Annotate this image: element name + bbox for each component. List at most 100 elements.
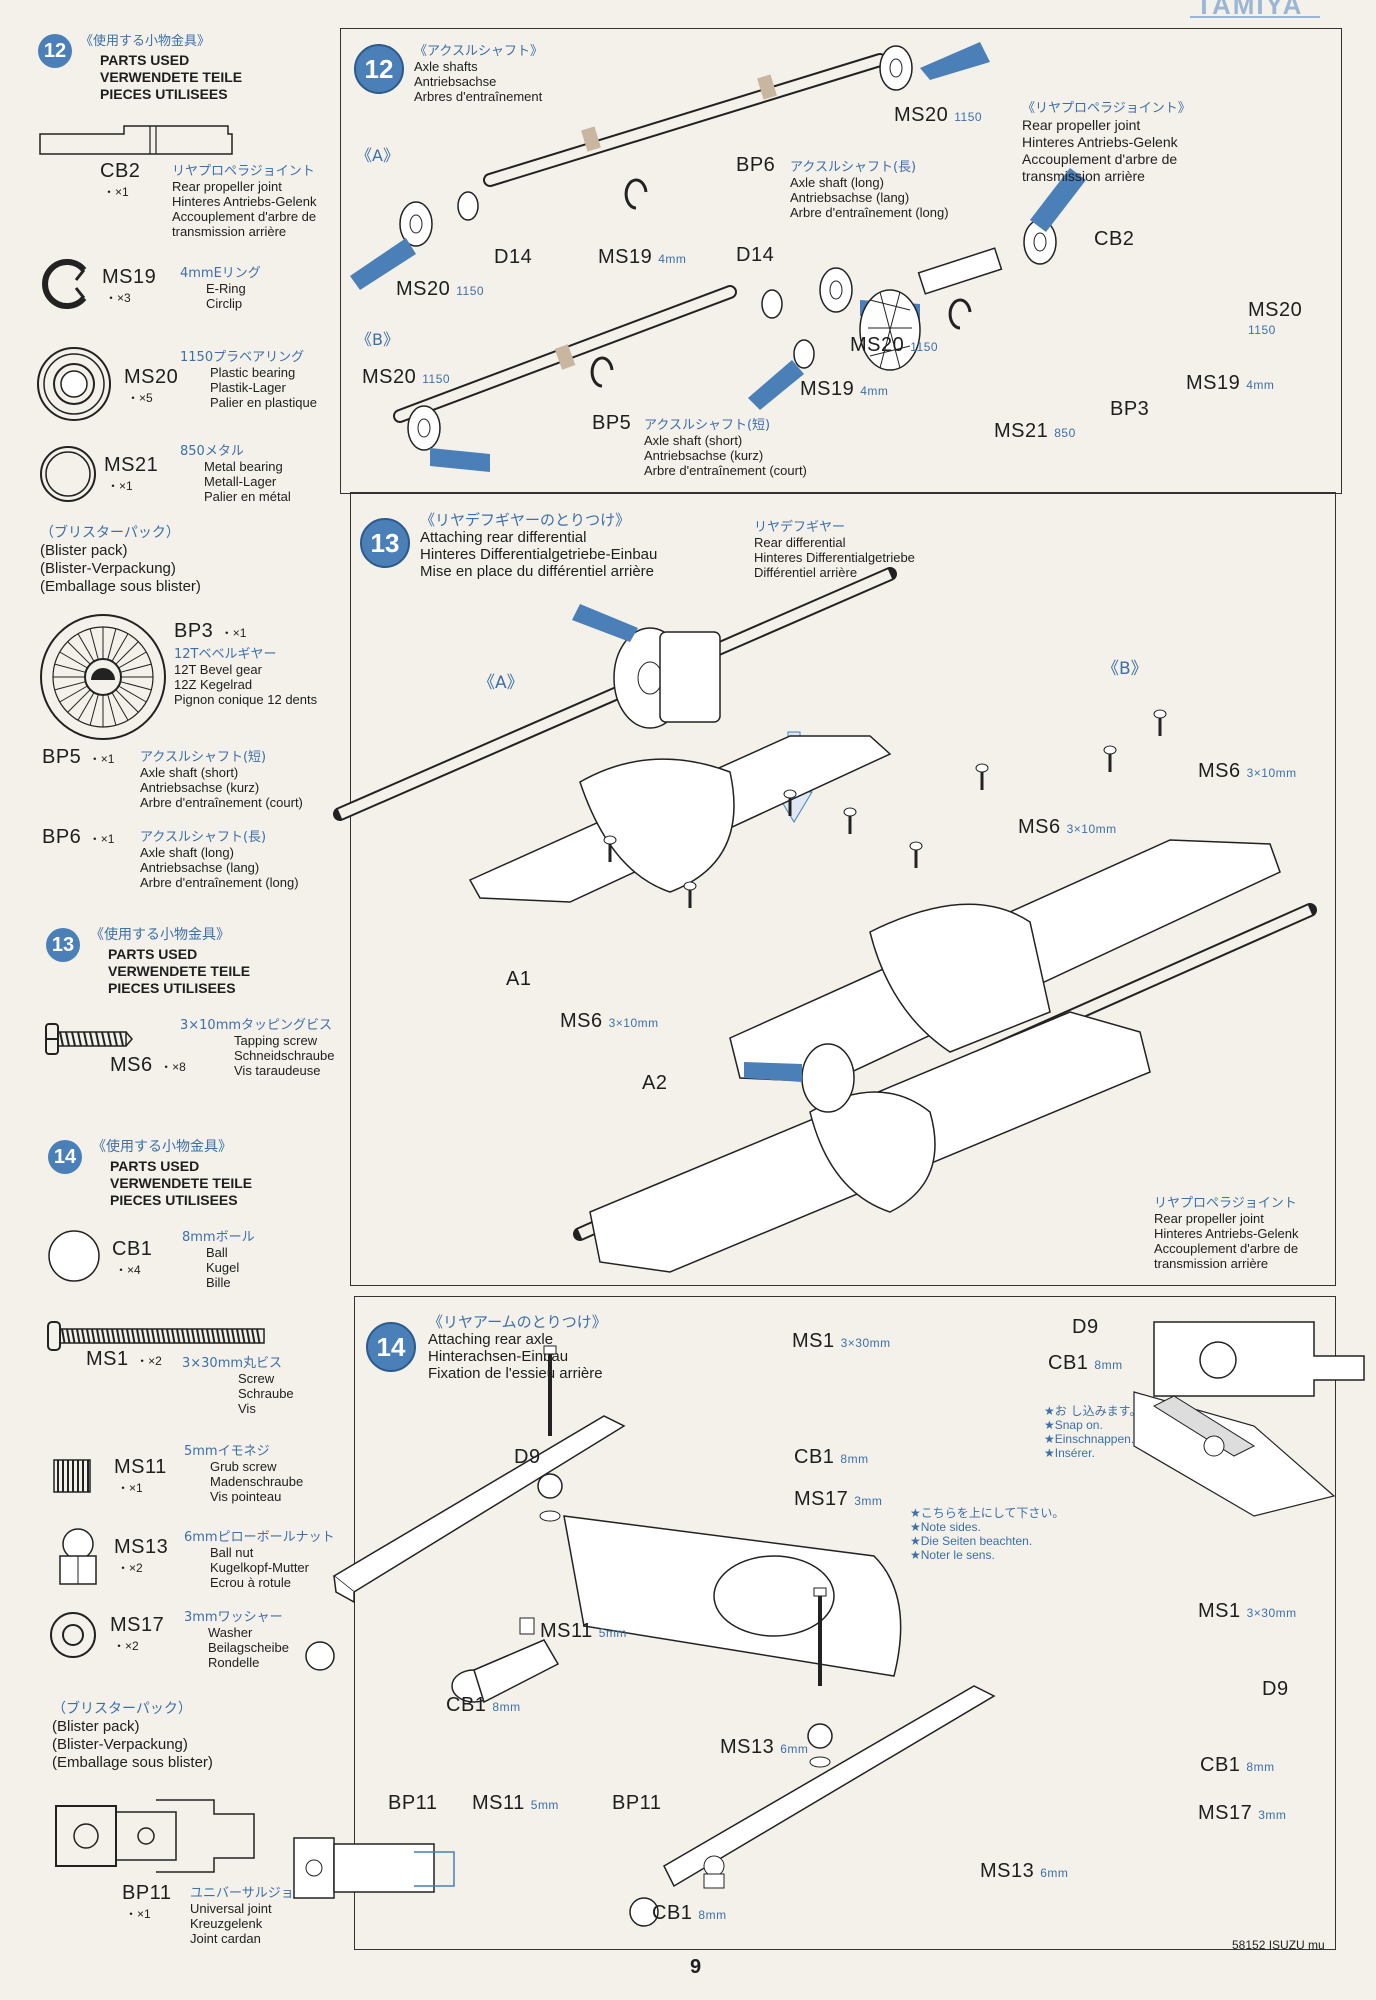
part-en: Screw	[238, 1371, 275, 1386]
blister-en: (Blister pack)	[52, 1718, 140, 1735]
callout-code: MS1	[792, 1330, 835, 1352]
step12-label-b: 《B》	[356, 330, 399, 349]
sidebar-step13-badge: 13	[46, 928, 80, 962]
callout-code: MS19	[1186, 372, 1241, 394]
part-ms19: MS19 ・×3	[102, 266, 156, 306]
washer-d14-a	[457, 191, 479, 221]
step13-title-de: Hinteres Differentialgetriebe-Einbau	[420, 546, 658, 563]
header-rule	[1190, 16, 1320, 18]
part-fr: Accouplement d'arbre de	[172, 209, 317, 224]
part-en: Tapping screw	[234, 1033, 318, 1048]
part-code: BP11	[122, 1882, 172, 1904]
part-jp: 1150プラベアリング	[180, 350, 305, 365]
callout-code: MS13	[980, 1860, 1035, 1882]
callout-d9-left: D9	[514, 1446, 541, 1468]
callout-size: 4mm	[658, 252, 687, 266]
step13-title-fr: Mise en place du différentiel arrière	[420, 563, 655, 580]
part-en: Universal joint	[190, 1901, 272, 1916]
e-ring-icon	[42, 259, 87, 309]
propeller-joint-gear	[801, 1043, 855, 1113]
callout-code: MS11	[472, 1792, 525, 1814]
part-ms20-desc: 1150プラベアリング Plastic bearing Plastik-Lage…	[180, 346, 317, 410]
part-qty: ・×1	[88, 832, 115, 846]
step13-badge: 13	[360, 518, 410, 568]
part-de: Beilagscheibe	[208, 1640, 289, 1655]
step13-title-en: Attaching rear differential	[420, 529, 587, 546]
universal-joint-icon	[55, 1799, 255, 1873]
screw-ms6-icon	[975, 763, 989, 790]
ball-nut-ms13	[703, 1855, 725, 1889]
part-de: Circlip	[206, 296, 243, 311]
rear-axle-housing-a2	[729, 839, 1281, 1083]
callout-size: 3×30mm	[840, 1336, 891, 1350]
metal-bearing-icon	[40, 446, 96, 502]
part-jp: 3×30mm丸ビス	[182, 1356, 283, 1371]
part-fr: Vis pointeau	[210, 1489, 282, 1504]
part-de: Schneidschraube	[234, 1048, 335, 1063]
callout-code: MS20	[1248, 299, 1303, 321]
parts-used-de: VERWENDETE TEILE	[110, 1175, 253, 1191]
part-jp: 4mmEリング	[180, 266, 261, 281]
long-screw-icon	[47, 1321, 265, 1351]
e-ring-b	[590, 356, 614, 388]
part-ms6-desc: 3×10mmタッピングビス Tapping screw Schneidschra…	[180, 1014, 334, 1078]
axle-shaft-short	[393, 285, 737, 423]
callout-a2: A2	[642, 1072, 668, 1094]
callout-ms1-top: MS1 3×30mm	[792, 1330, 891, 1353]
callout-d14-b: D14	[736, 244, 775, 266]
bp5-fr: Arbre d'entraînement (court)	[644, 463, 807, 478]
diff-de: Hinteres Differentialgetriebe	[754, 550, 915, 565]
part-bp3: BP3 ・×1 12Tベベルギヤー 12T Bevel gear 12Z Keg…	[174, 620, 317, 707]
part-jp: リヤプロペラジョイント	[172, 164, 315, 179]
joint-en: Rear propeller joint	[1154, 1211, 1264, 1226]
part-fr: Palier en métal	[204, 489, 291, 504]
callout-d14-a: D14	[494, 246, 533, 268]
bearing-a-right	[879, 45, 913, 91]
part-ms6: MS6 ・×8	[110, 1054, 186, 1077]
part-ms11: MS11 ・×1	[114, 1456, 167, 1496]
cb2-part-drawing	[39, 125, 233, 155]
screw-ms6-icon	[783, 789, 797, 816]
note-jp: ★こちらを上にして下さい。	[910, 1506, 1065, 1520]
rear-axle-shaft	[333, 567, 897, 821]
bp11-detail	[293, 1837, 455, 1899]
callout-a1: A1	[506, 968, 532, 990]
parts-used-en: PARTS USED	[110, 1158, 200, 1174]
callout-size: 1150	[422, 372, 451, 386]
part-qty: ・×5	[127, 391, 153, 405]
step14-title-jp: 《リヤアームのとりつけ》	[428, 1313, 607, 1331]
blister-pack-label-12: （ブリスターパック） (Blister pack) (Blister-Verpa…	[40, 524, 201, 596]
part-ms21: MS21 ・×1	[104, 454, 158, 494]
diff-gear	[613, 627, 721, 729]
callout-size: 4mm	[860, 384, 889, 398]
bevel-gear-icon	[40, 614, 166, 740]
screws-ms6	[603, 709, 1167, 908]
joint-en: Rear propeller joint	[1022, 117, 1141, 133]
grease-arrow-icon	[744, 1062, 802, 1082]
step13-label-a: 《A》	[478, 673, 524, 693]
callout-size: 4mm	[1246, 378, 1275, 392]
step14-title-de: Hinterachsen-Einbau	[428, 1348, 569, 1365]
bp5-jp: アクスルシャフト(短)	[644, 418, 771, 433]
step12-bp5-desc: アクスルシャフト(短) Axle shaft (short) Antriebsa…	[644, 414, 807, 478]
joint-fr1: Accouplement d'arbre de	[1154, 1241, 1299, 1256]
step13-title-jp: 《リヤデフギヤーのとりつけ》	[420, 511, 631, 529]
part-en: Rear propeller joint	[172, 179, 282, 194]
bearing-b-left	[407, 405, 441, 451]
callout-code: BP6	[736, 154, 776, 176]
callout-size: 5mm	[598, 1626, 627, 1640]
step12-title-fr: Arbres d'entraînement	[414, 89, 543, 104]
part-jp: アクスルシャフト(短)	[140, 750, 267, 765]
step12-title-jp: 《アクスルシャフト》	[414, 44, 543, 59]
callout-bp11-mid: BP11	[612, 1792, 662, 1814]
ball-cb1-b	[305, 1641, 335, 1671]
part-code: MS1	[86, 1348, 129, 1370]
